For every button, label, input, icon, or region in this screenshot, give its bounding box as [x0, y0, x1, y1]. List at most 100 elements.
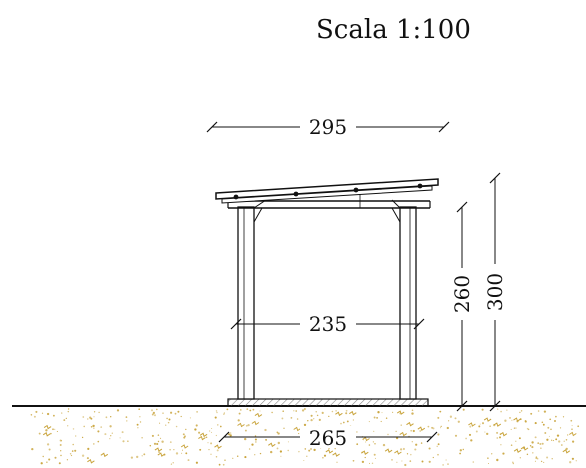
- soil-speck: [181, 452, 183, 454]
- soil-speck: [432, 456, 434, 459]
- soil-mark: [513, 448, 522, 453]
- soil-speck: [448, 420, 450, 422]
- soil-speck: [499, 436, 501, 439]
- soil-speck: [531, 446, 534, 449]
- soil-speck: [571, 457, 575, 460]
- soil-mark: [513, 417, 521, 422]
- soil-speck: [270, 450, 273, 454]
- soil-speck: [54, 456, 57, 459]
- soil-mark: [199, 432, 208, 438]
- soil-speck: [48, 448, 51, 451]
- soil-speck: [126, 420, 128, 422]
- soil-speck: [90, 426, 93, 428]
- dimension-post-height-label: 260: [450, 275, 474, 313]
- soil-speck: [571, 425, 573, 427]
- soil-speck: [139, 416, 141, 418]
- soil-speck: [506, 409, 508, 411]
- soil-mark: [562, 449, 571, 454]
- soil-speck: [136, 455, 139, 459]
- soil-speck: [293, 410, 295, 412]
- soil-speck: [540, 460, 543, 463]
- soil-speck: [310, 418, 313, 422]
- soil-speck: [510, 428, 512, 430]
- soil-speck: [150, 409, 154, 412]
- soil-speck: [156, 442, 159, 446]
- soil-speck: [518, 437, 521, 440]
- soil-speck: [345, 412, 348, 415]
- soil-speck: [54, 428, 56, 431]
- soil-speck: [567, 434, 569, 436]
- soil-speck: [462, 408, 465, 411]
- soil-speck: [481, 408, 484, 411]
- soil-speck: [478, 425, 481, 428]
- soil-speck: [489, 425, 491, 427]
- soil-speck: [373, 453, 376, 456]
- soil-speck: [562, 416, 565, 418]
- soil-speck: [218, 463, 221, 466]
- soil-speck: [167, 421, 170, 424]
- soil-speck: [468, 433, 472, 436]
- soil-speck: [577, 425, 580, 428]
- soil-speck: [199, 448, 202, 451]
- soil-speck: [500, 444, 502, 446]
- soil-speck: [548, 435, 550, 437]
- soil-speck: [372, 441, 375, 443]
- base-slab: [227, 398, 429, 407]
- soil-speck: [156, 408, 158, 411]
- soil-speck: [572, 440, 575, 443]
- soil-speck: [210, 453, 212, 455]
- soil-speck: [365, 441, 367, 443]
- soil-speck: [198, 431, 201, 434]
- soil-speck: [368, 462, 371, 464]
- soil-speck: [67, 425, 69, 427]
- soil-mark: [335, 411, 343, 417]
- soil-speck: [169, 441, 172, 443]
- soil-speck: [496, 431, 499, 434]
- soil-speck: [303, 459, 305, 462]
- soil-speck: [421, 460, 424, 463]
- soil-speck: [550, 428, 552, 431]
- soil-speck: [254, 438, 257, 441]
- soil-speck: [540, 447, 542, 450]
- soil-speck: [141, 437, 143, 439]
- soil-speck: [469, 425, 472, 428]
- soil-mark: [154, 447, 163, 452]
- soil-mark: [499, 431, 508, 437]
- soil-speck: [526, 453, 529, 456]
- dimension-inner-width: 235: [230, 312, 425, 336]
- soil-speck: [301, 409, 305, 412]
- soil-speck: [400, 424, 402, 426]
- soil-speck: [420, 442, 423, 444]
- soil-speck: [563, 440, 565, 442]
- soil-speck: [437, 433, 440, 436]
- soil-speck: [352, 419, 355, 421]
- soil-speck: [486, 432, 489, 436]
- soil-speck: [454, 417, 457, 420]
- soil-speck: [560, 444, 563, 446]
- soil-speck: [214, 416, 217, 419]
- soil-mark: [362, 436, 370, 442]
- soil-speck: [174, 412, 177, 415]
- soil-speck: [570, 419, 573, 422]
- soil-speck: [510, 444, 513, 446]
- soil-speck: [168, 418, 171, 421]
- soil-speck: [290, 417, 293, 419]
- right-post: [399, 206, 417, 400]
- soil-speck: [457, 420, 460, 423]
- soil-speck: [565, 439, 568, 441]
- soil-speck: [323, 454, 327, 457]
- soil-speck: [109, 425, 112, 428]
- soil-speck: [170, 463, 173, 465]
- soil-speck: [109, 438, 111, 440]
- soil-speck: [137, 427, 139, 429]
- soil-speck: [534, 460, 536, 462]
- soil-speck: [52, 414, 55, 417]
- soil-speck: [248, 448, 251, 450]
- soil-speck: [187, 459, 190, 462]
- soil-speck: [541, 421, 544, 424]
- soil-speck: [364, 456, 366, 459]
- soil-speck: [575, 460, 577, 462]
- soil-speck: [509, 417, 511, 419]
- soil-speck: [446, 426, 449, 430]
- soil-mark: [468, 422, 476, 427]
